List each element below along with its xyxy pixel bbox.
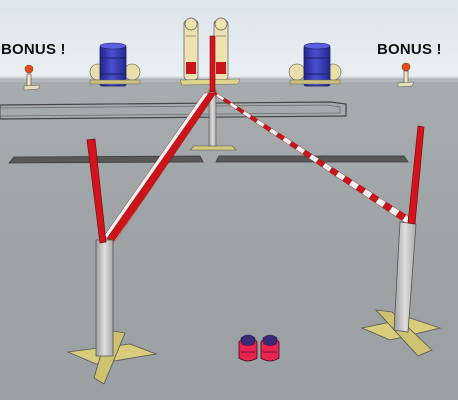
- track-inner-line: [0, 104, 341, 117]
- bonus-label-right: BONUS !: [377, 41, 442, 58]
- target-figure-icon: [183, 17, 199, 81]
- target-figure-icon: [213, 17, 229, 81]
- barrier-pole-left: [66, 138, 158, 385]
- shoe-icon[interactable]: [238, 334, 258, 362]
- ground-strip-left: [8, 155, 204, 164]
- bonus-pin-icon[interactable]: [23, 64, 41, 91]
- barrier-tape-left: [103, 92, 217, 244]
- bonus-pin-icon[interactable]: [397, 62, 415, 88]
- shoe-icon[interactable]: [260, 334, 280, 362]
- track-outline: [0, 101, 347, 120]
- barrel-icon: [288, 42, 342, 87]
- barrel-icon: [89, 42, 141, 87]
- center-pole: [189, 35, 237, 151]
- bonus-label-left: BONUS !: [1, 41, 66, 58]
- barrier-pole-right: [360, 125, 442, 357]
